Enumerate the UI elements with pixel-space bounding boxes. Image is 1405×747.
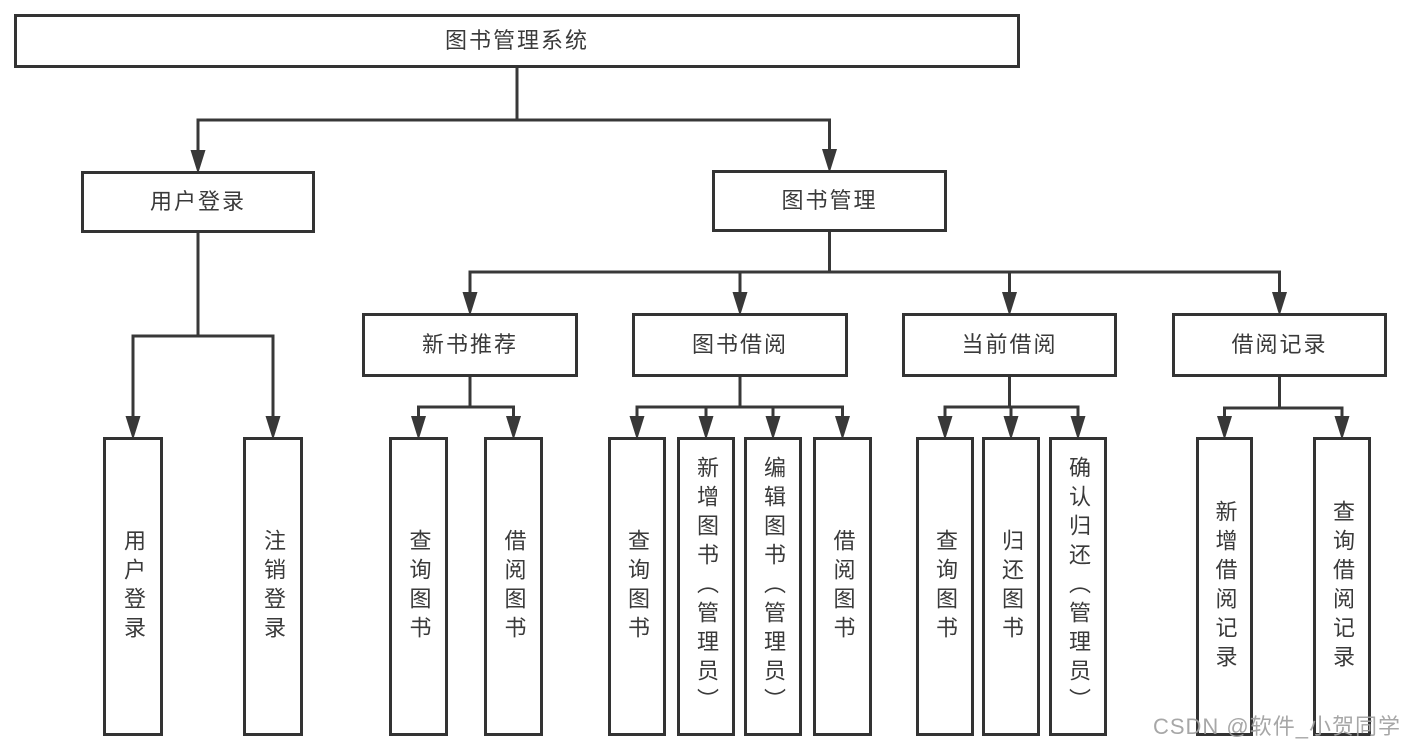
node-records: 借阅记录 <box>1172 313 1387 377</box>
node-nb_query: 查询图书 <box>389 437 448 736</box>
node-cur_query: 查询图书 <box>916 437 974 736</box>
arrowhead-icon <box>125 416 141 440</box>
node-label-leaf_logout: 注销登录 <box>261 528 286 645</box>
node-bb_edit: 编辑图书（管理员） <box>744 437 802 736</box>
arrowhead-icon <box>835 416 850 440</box>
arrowhead-icon <box>822 149 837 173</box>
node-root: 图书管理系统 <box>14 14 1020 68</box>
arrowhead-icon <box>698 416 714 440</box>
node-bb_borrow: 借阅图书 <box>813 437 872 736</box>
node-leaf_login: 用户登录 <box>103 437 163 736</box>
node-label-login: 用户登录 <box>149 188 246 214</box>
node-label-root: 图书管理系统 <box>444 27 589 53</box>
arrowhead-icon <box>732 292 748 316</box>
node-rec_query: 查询借阅记录 <box>1313 437 1371 736</box>
arrowhead-icon <box>462 292 478 316</box>
node-leaf_logout: 注销登录 <box>243 437 303 736</box>
node-label-records: 借阅记录 <box>1231 331 1328 357</box>
node-label-rec_add: 新增借阅记录 <box>1212 499 1238 674</box>
node-label-current: 当前借阅 <box>961 331 1058 357</box>
arrowhead-icon <box>937 416 953 440</box>
node-label-bb_borrow: 借阅图书 <box>830 528 856 645</box>
node-label-cur_return: 归还图书 <box>999 528 1024 645</box>
node-label-bb_query: 查询图书 <box>625 528 650 645</box>
node-nb_borrow: 借阅图书 <box>484 437 543 736</box>
node-current: 当前借阅 <box>902 313 1117 377</box>
arrowhead-icon <box>506 416 521 440</box>
watermark: CSDN @软件_小贺同学 <box>1152 714 1401 739</box>
node-rec_add: 新增借阅记录 <box>1196 437 1253 736</box>
node-bb_query: 查询图书 <box>608 437 666 736</box>
arrowhead-icon <box>1070 416 1086 440</box>
node-label-bb_edit: 编辑图书（管理员） <box>761 456 786 717</box>
node-label-mgmt: 图书管理 <box>781 187 878 213</box>
node-bookborrow: 图书借阅 <box>632 313 848 377</box>
arrowhead-icon <box>1334 416 1350 440</box>
arrowhead-icon <box>1272 292 1287 316</box>
node-newbook: 新书推荐 <box>362 313 578 377</box>
arrowhead-icon <box>1217 416 1232 440</box>
arrowhead-icon <box>1003 416 1019 440</box>
arrowhead-icon <box>190 150 206 174</box>
arrowhead-icon <box>411 416 426 440</box>
node-label-newbook: 新书推荐 <box>421 331 518 357</box>
node-label-bb_add: 新增图书（管理员） <box>694 456 719 717</box>
node-label-nb_query: 查询图书 <box>406 528 432 645</box>
arrowhead-icon <box>265 416 281 440</box>
arrowhead-icon <box>1002 292 1017 316</box>
node-label-rec_query: 查询借阅记录 <box>1330 499 1355 674</box>
node-bb_add: 新增图书（管理员） <box>677 437 735 736</box>
node-label-leaf_login: 用户登录 <box>121 528 146 645</box>
node-label-cur_confirm: 确认归还（管理员） <box>1066 456 1091 717</box>
node-cur_confirm: 确认归还（管理员） <box>1049 437 1107 736</box>
node-label-bookborrow: 图书借阅 <box>691 331 788 357</box>
node-label-cur_query: 查询图书 <box>933 528 958 645</box>
node-label-nb_borrow: 借阅图书 <box>501 528 527 645</box>
node-cur_return: 归还图书 <box>982 437 1040 736</box>
node-mgmt: 图书管理 <box>712 170 947 232</box>
arrowhead-icon <box>765 416 781 440</box>
node-login: 用户登录 <box>81 171 315 233</box>
arrowhead-icon <box>629 416 645 440</box>
